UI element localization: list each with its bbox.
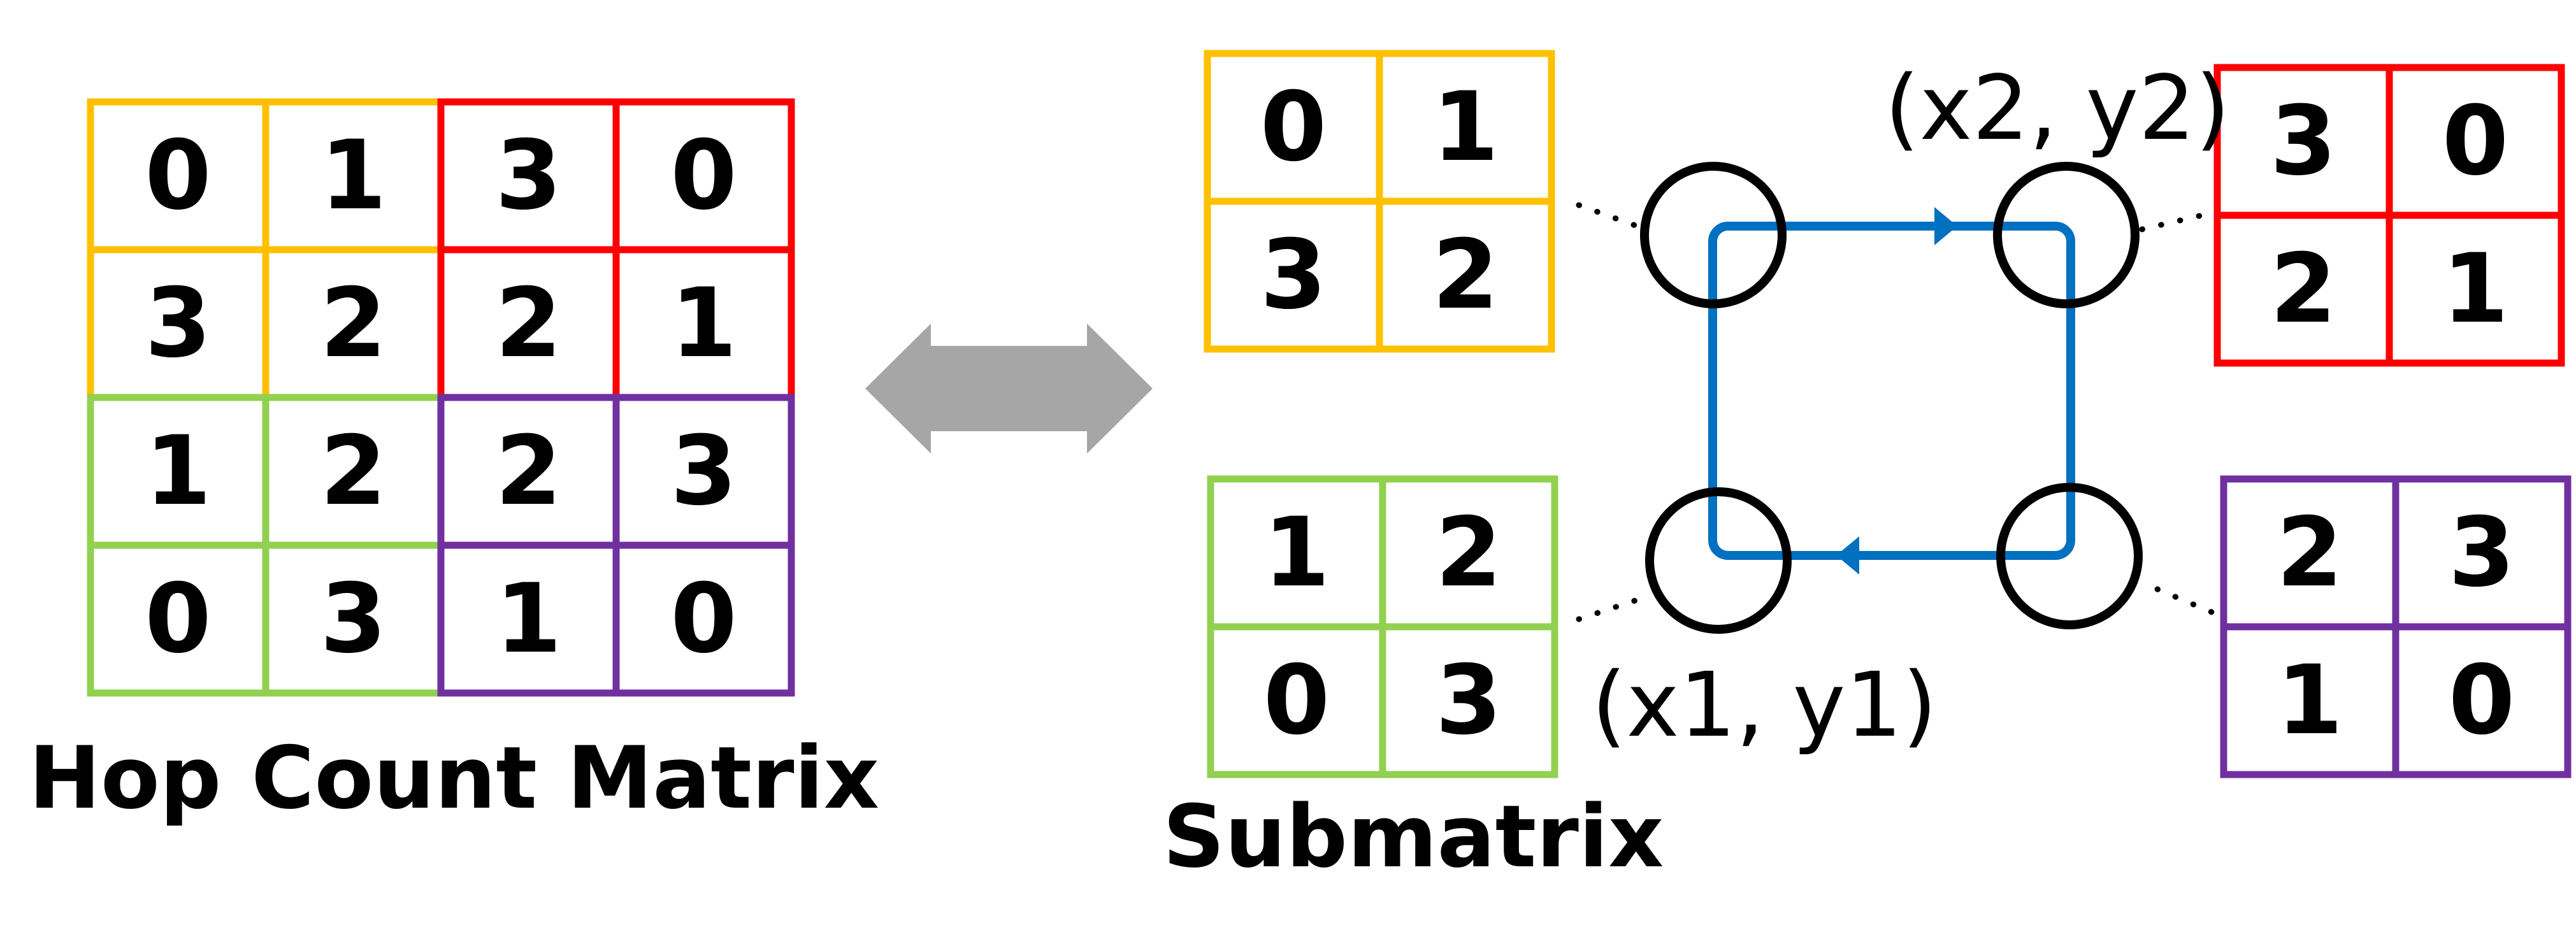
matrix-cell-value: 1 [1263,497,1330,608]
arrowhead-right-icon [1934,207,1957,245]
matrix-cell-value: 2 [1436,497,1502,608]
matrix-cell-value: 2 [320,268,386,379]
node-top-right [1993,162,2140,308]
matrix-cell-value: 3 [1436,645,1502,756]
matrix-cell-value: 3 [2270,86,2336,197]
matrix-cell-border [2385,211,2565,367]
connector-bottom-left [1576,596,1644,622]
matrix-cell-value: 1 [1432,72,1499,183]
node-bottom-left [1645,487,1792,634]
label-x2-y2: (x2, y2) [1885,57,2230,161]
loop-path [1708,222,2075,560]
arrowhead-left-icon [1836,536,1859,575]
matrix-cell-value: 0 [1263,645,1330,756]
matrix-cell-value: 3 [670,416,737,527]
submatrix-title: Submatrix [1163,787,1664,887]
connector-bottom-right [2154,586,2218,617]
matrix-cell-value: 1 [320,120,386,231]
matrix-cell-value: 1 [670,268,737,379]
nodes [1640,162,2143,634]
matrix-cell-value: 2 [320,416,386,527]
connector-top-left [1576,202,1644,231]
matrix-cell-value: 0 [2449,645,2515,756]
matrix-cell-value: 1 [2277,645,2343,756]
matrix-cell-value: 1 [2442,234,2508,345]
matrix-cell-value: 0 [670,564,737,675]
matrix-cell-value: 3 [145,268,211,379]
hop-count-matrix-title: Hop Count Matrix [29,728,879,828]
matrix-cell-value: 0 [2442,86,2508,197]
matrix-cell-value: 1 [495,564,561,675]
matrix-cell-value: 2 [495,416,561,527]
matrix-cell-border [612,541,795,697]
matrix-cell-border [2392,623,2572,778]
node-bottom-right [1996,483,2143,629]
double-arrow-icon [865,324,1153,454]
matrix-cell-value: 0 [145,564,211,675]
matrix-cell-value: 3 [1260,220,1327,331]
matrix-cell-value: 2 [2270,234,2336,345]
matrix-cell-value: 0 [145,120,211,231]
connector-top-right [2139,211,2208,232]
matrix-cell-value: 1 [145,416,211,527]
matrix-cell-value: 3 [495,120,561,231]
matrix-cell-value: 2 [495,268,561,379]
matrix-cell-value: 0 [670,120,737,231]
matrix-cell-value: 2 [1432,220,1499,331]
blue-cycle-loop [1708,207,2075,575]
matrix-cell-value: 3 [320,564,386,675]
matrix-cell-value: 3 [2449,497,2515,608]
matrix-cell-border [1376,197,1555,353]
node-top-left [1640,162,1787,308]
matrix-cell-value: 0 [1260,72,1327,183]
matrix-cell-border [1379,623,1558,778]
matrix-cell-value: 2 [2277,497,2343,608]
label-x1-y1: (x1, y1) [1592,654,1937,757]
